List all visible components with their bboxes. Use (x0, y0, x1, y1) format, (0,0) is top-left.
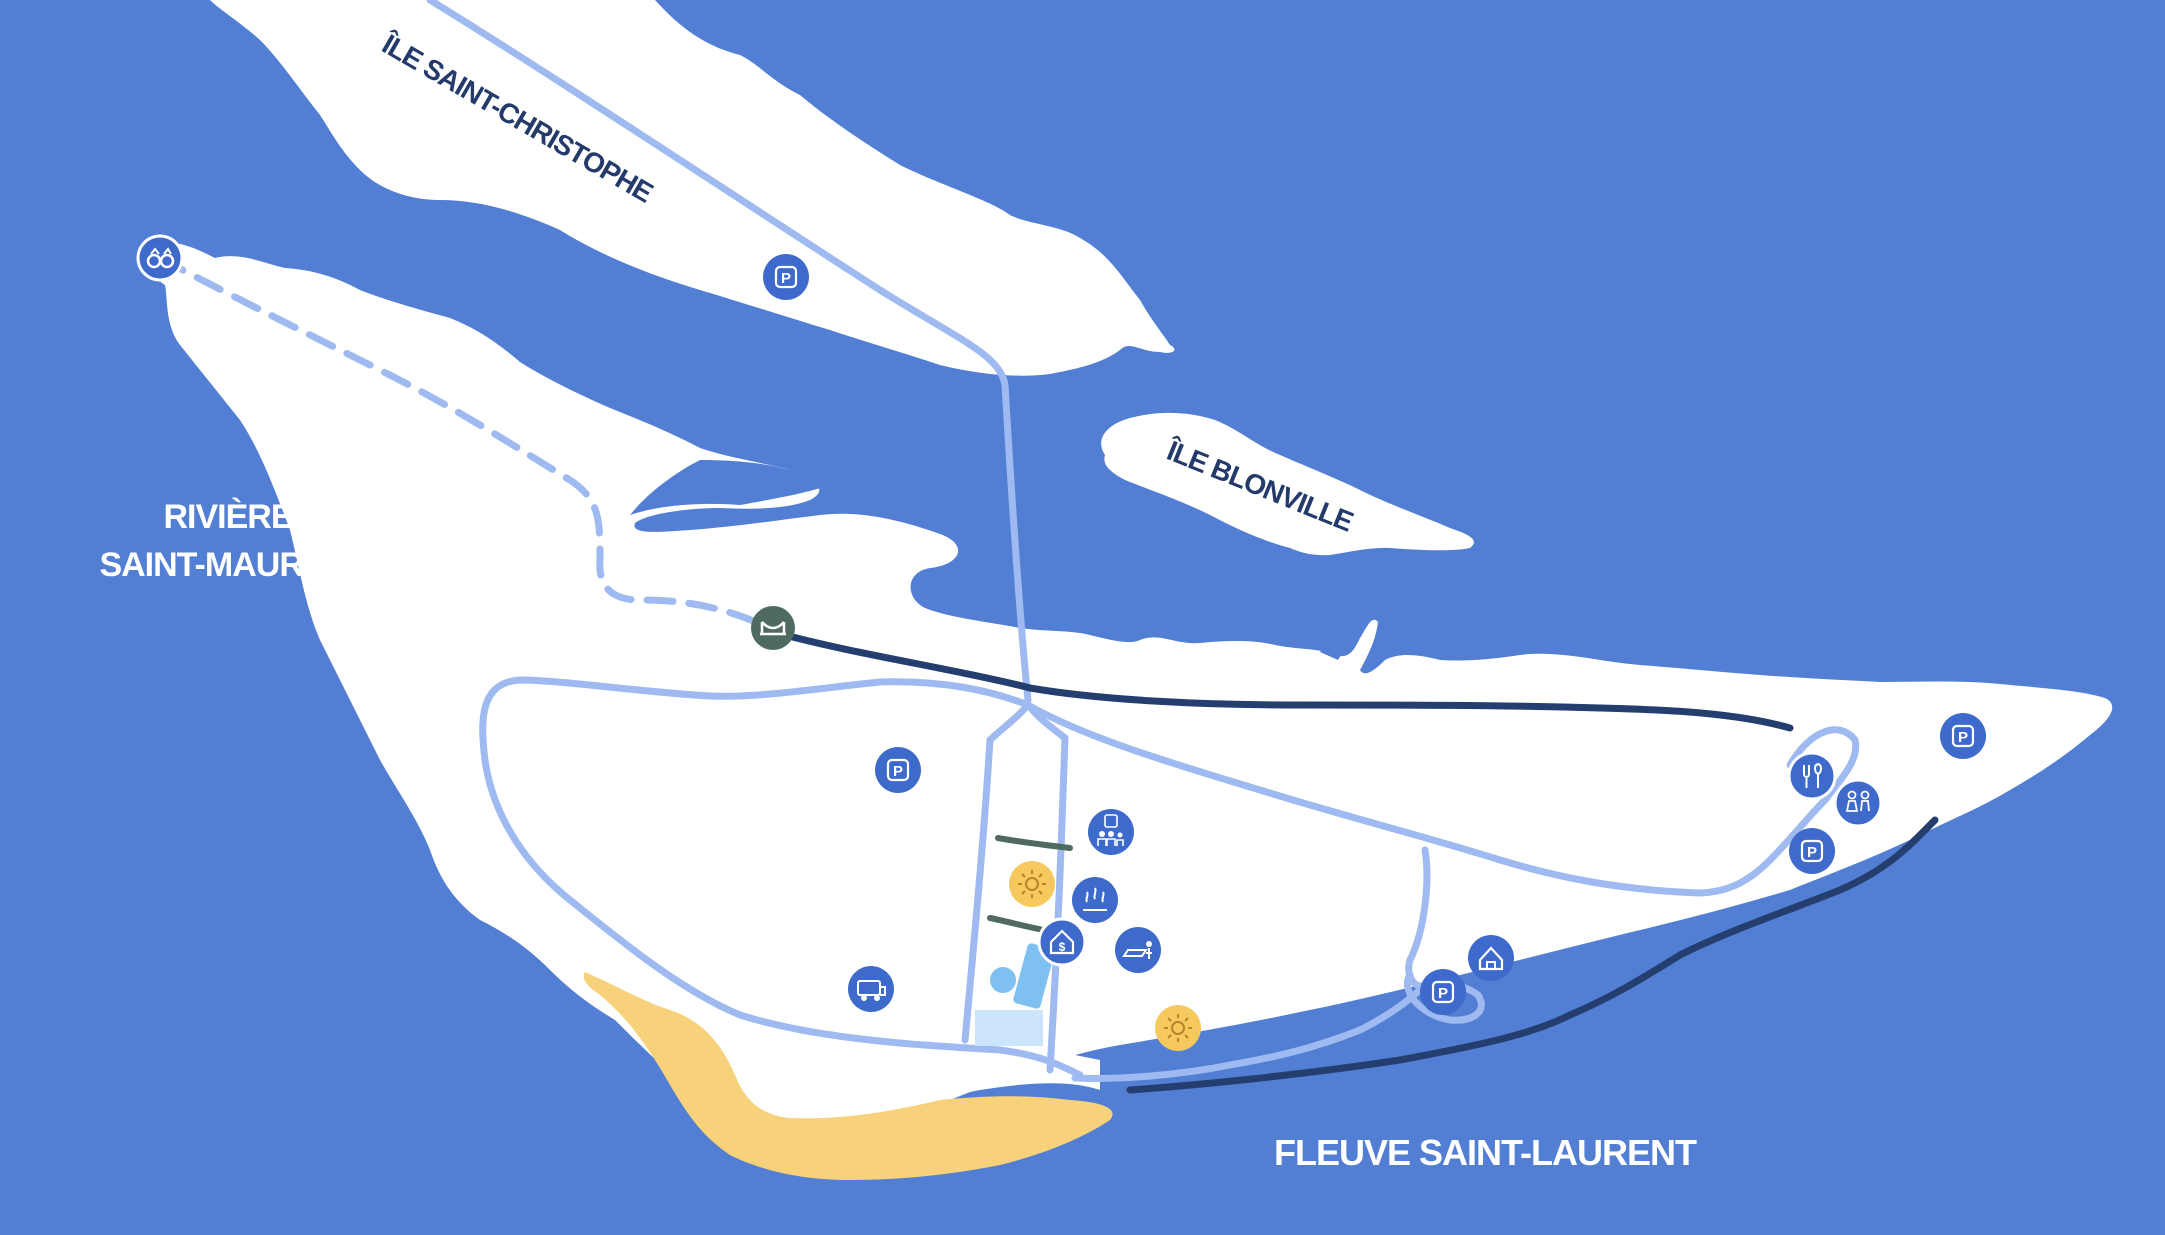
inlet-water-3 (1320, 622, 1349, 660)
svg-text:P: P (1958, 729, 1968, 746)
trail-dark-south (1126, 816, 1939, 1094)
ile-blonville-landmass (1101, 412, 1474, 556)
ile-saint-christophe-landmass (210, 0, 1175, 376)
sun-icon[interactable] (1155, 1005, 1201, 1051)
trail-south-road (1071, 981, 1429, 1082)
svg-text:P: P (1438, 985, 1448, 1002)
trail-east-loop (1024, 701, 1834, 897)
binoculars-icon[interactable] (136, 234, 184, 282)
parking-icon[interactable]: P (1789, 828, 1835, 874)
trail-dashed-lookout (156, 254, 774, 632)
snowmobile-icon[interactable] (1115, 927, 1161, 973)
svg-text:$: $ (1059, 940, 1066, 954)
trail-east-end-loop (1786, 726, 1860, 804)
restaurant-icon[interactable] (1787, 751, 1837, 801)
label-riviere-line2: SAINT-MAURICE (99, 546, 356, 584)
inlet-water (630, 460, 837, 515)
parking-icon[interactable]: P (875, 747, 921, 793)
restrooms-icon[interactable] (1833, 778, 1883, 828)
trail-spine-right (1046, 734, 1069, 1074)
parking-icon[interactable]: P (1420, 969, 1466, 1015)
svg-text:P: P (1807, 844, 1817, 861)
sun-icon[interactable] (1009, 861, 1055, 907)
welcome-house-icon[interactable]: $ (1037, 917, 1087, 967)
label-riviere-line1: RIVIÈRE (163, 498, 292, 536)
parking-icon[interactable]: P (763, 254, 809, 300)
playground-icon[interactable] (1072, 877, 1118, 923)
inlet-water-2 (914, 568, 1013, 609)
main-island-landmass (145, 242, 2113, 1130)
trail-north-road (426, 0, 1032, 704)
trail-dark-north (781, 631, 1794, 732)
family-parking-icon[interactable] (1088, 809, 1134, 855)
svg-text:P: P (893, 763, 903, 780)
svg-text:P: P (781, 270, 791, 287)
trail-east-spur (1405, 846, 1431, 990)
parking-icon[interactable]: P (1940, 713, 1986, 759)
trails-light (426, 0, 1860, 1082)
trail-spine-left (961, 736, 994, 1044)
facility-block-pool (1013, 943, 1055, 1009)
facility-pool-round (990, 967, 1016, 993)
bridge-icon[interactable] (751, 606, 795, 650)
trail-west-loop (479, 676, 1084, 1079)
facility-block-area (975, 1010, 1043, 1046)
trails-dark (781, 631, 1939, 1094)
beach (583, 972, 1113, 1180)
shelter-icon[interactable] (1468, 935, 1514, 981)
label-fleuve: FLEUVE SAINT-LAURENT (1274, 1132, 1697, 1173)
rv-icon[interactable] (848, 966, 894, 1012)
